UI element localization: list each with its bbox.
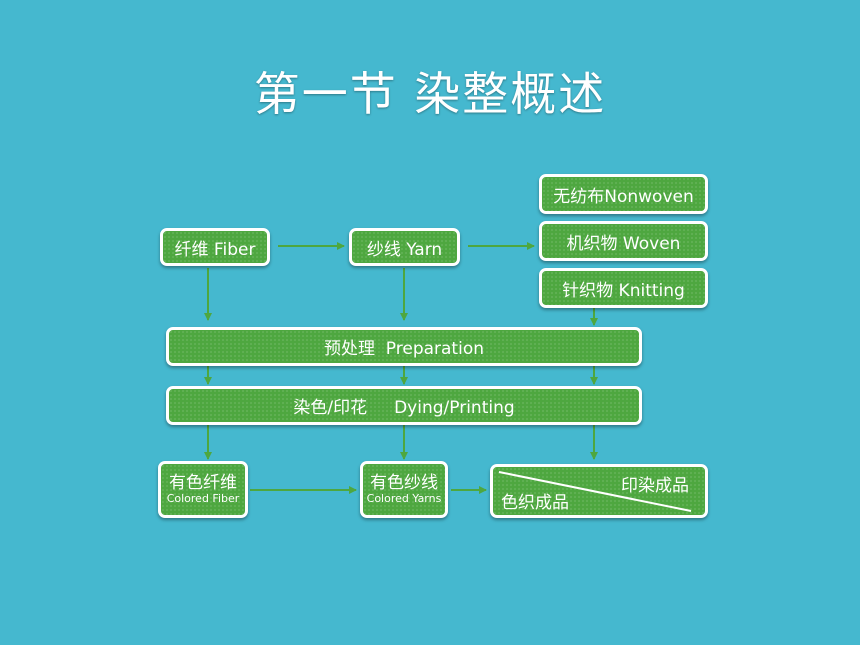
node-colored-yarns-en: Colored Yarns [366,491,442,505]
node-colored-fiber-en: Colored Fiber [166,491,240,505]
node-woven-label: 机织物 Woven [566,233,681,254]
node-fiber-label: 纤维 Fiber [174,239,256,260]
node-nonwoven: 无纺布Nonwoven [539,174,708,214]
node-knitting: 针织物 Knitting [539,268,708,308]
diagonal-divider [498,471,692,512]
node-dyeing-printing: 染色/印花 Dying/Printing [166,386,642,425]
node-dyeing-printing-label: 染色/印花 Dying/Printing [293,398,515,418]
node-colored-yarns-cn: 有色纱线 [370,473,438,494]
node-colored-fiber: 有色纤维 Colored Fiber [158,461,248,518]
node-printed-goods-label: 印染成品 [621,476,689,496]
node-colored-yarns: 有色纱线 Colored Yarns [360,461,448,518]
page-title: 第一节 染整概述 [253,67,607,121]
node-preparation: 预处理 Preparation [166,327,642,366]
node-yarn-label: 纱线 Yarn [366,239,443,260]
node-colored-fiber-cn: 有色纤维 [169,473,237,494]
node-woven: 机织物 Woven [539,221,708,261]
node-preparation-label: 预处理 Preparation [323,339,484,359]
node-fiber: 纤维 Fiber [160,228,270,266]
node-knitting-label: 针织物 Knitting [562,280,685,301]
node-nonwoven-label: 无纺布Nonwoven [553,186,694,207]
node-yarn: 纱线 Yarn [349,228,460,266]
node-yarn-dyed-goods-label: 色织成品 [501,493,569,513]
node-finished-goods: 印染成品 色织成品 [490,464,708,518]
